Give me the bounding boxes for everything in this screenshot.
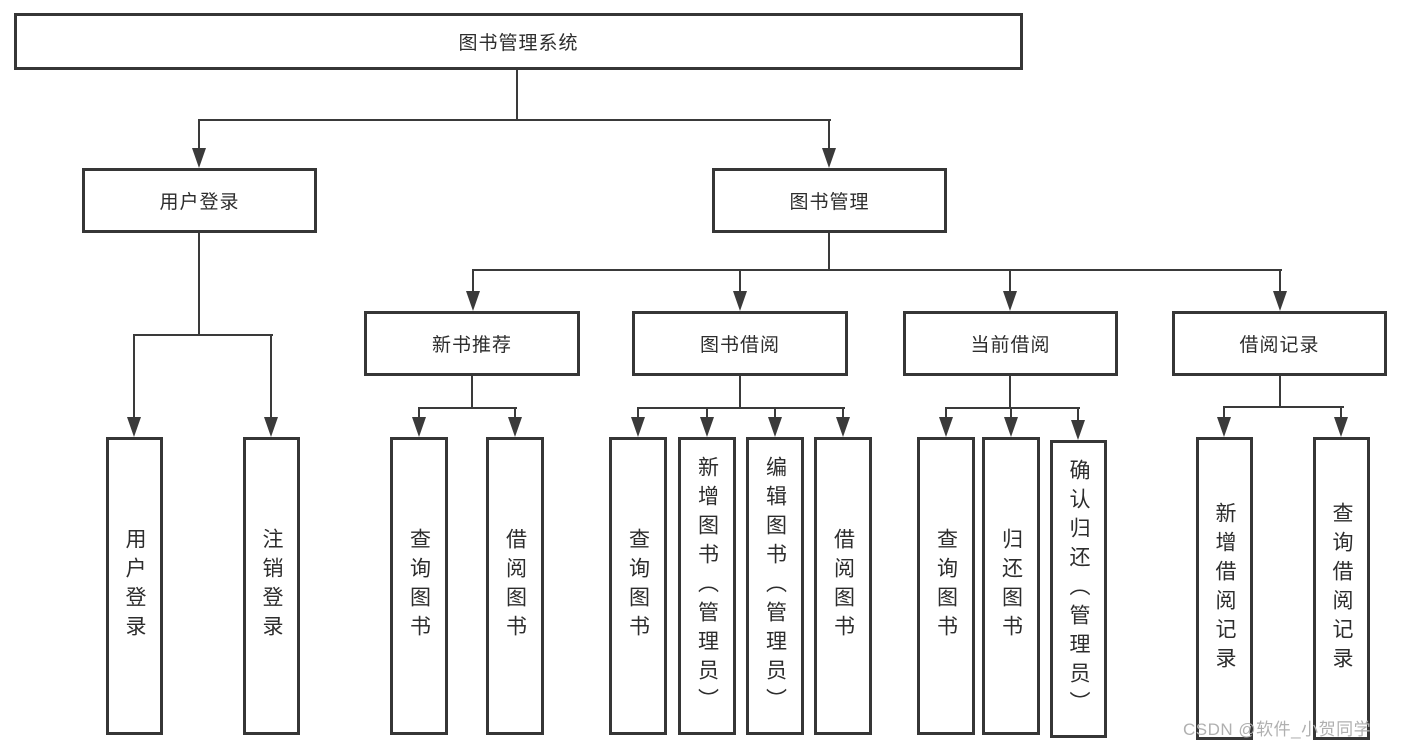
leaf-label: 用户登录 — [123, 528, 146, 644]
arrow-down-icon — [767, 409, 783, 437]
leaf-logout: 注销登录 — [243, 437, 300, 735]
arrow-down-icon — [1070, 409, 1086, 440]
leaf-query-borrow-record: 查询借阅记录 — [1313, 437, 1370, 740]
node-label: 新书推荐 — [431, 335, 512, 356]
leaf-query-books: 查询图书 — [390, 437, 448, 735]
arrow-down-icon — [1002, 271, 1018, 311]
node-current-borrowing: 当前借阅 — [903, 311, 1118, 376]
connector-line — [828, 232, 830, 271]
node-user-login: 用户登录 — [82, 168, 317, 233]
arrow-down-icon — [1003, 409, 1019, 437]
leaf-label: 确认归还（管理员） — [1067, 458, 1090, 720]
arrow-down-icon — [630, 409, 646, 437]
leaf-label: 注销登录 — [260, 528, 283, 644]
arrow-down-icon — [1216, 408, 1232, 437]
connector-line — [739, 375, 741, 409]
leaf-confirm-return-admin: 确认归还（管理员） — [1050, 440, 1107, 738]
leaf-label: 编辑图书（管理员） — [763, 455, 787, 717]
arrow-down-icon — [699, 409, 715, 437]
arrow-down-icon — [1272, 271, 1288, 311]
arrow-down-icon — [191, 121, 207, 168]
node-label: 用户登录 — [159, 192, 240, 213]
node-label: 图书借阅 — [699, 335, 780, 356]
node-label: 当前借阅 — [970, 335, 1051, 356]
arrow-down-icon — [411, 409, 427, 437]
leaf-label: 新增图书（管理员） — [695, 455, 719, 717]
connector-line — [198, 119, 831, 121]
leaf-borrow-books: 借阅图书 — [486, 437, 544, 735]
leaf-label: 查询图书 — [934, 528, 958, 644]
leaf-borrow-books-2: 借阅图书 — [814, 437, 872, 735]
connector-line — [945, 407, 1080, 409]
leaf-edit-book-admin: 编辑图书（管理员） — [746, 437, 804, 735]
leaf-label: 查询图书 — [407, 528, 431, 644]
node-borrow-records: 借阅记录 — [1172, 311, 1387, 376]
leaf-label: 归还图书 — [999, 528, 1023, 644]
arrow-down-icon — [835, 409, 851, 437]
node-label: 图书管理 — [789, 192, 870, 213]
connector-line — [637, 407, 845, 409]
leaf-label: 新增借阅记录 — [1213, 501, 1236, 676]
connector-line — [472, 269, 1282, 271]
arrow-down-icon — [821, 121, 837, 168]
arrow-down-icon — [507, 409, 523, 437]
node-book-management: 图书管理 — [712, 168, 947, 233]
node-book-borrowing: 图书借阅 — [632, 311, 848, 376]
node-library-system: 图书管理系统 — [14, 13, 1023, 70]
leaf-user-login: 用户登录 — [106, 437, 163, 735]
connector-line — [471, 375, 473, 409]
connector-line — [418, 407, 517, 409]
connector-line — [516, 66, 518, 121]
node-label: 借阅记录 — [1239, 335, 1320, 356]
arrow-down-icon — [263, 336, 279, 437]
leaf-add-book-admin: 新增图书（管理员） — [678, 437, 736, 735]
leaf-label: 查询图书 — [626, 528, 650, 644]
connector-line — [1009, 375, 1011, 409]
connector-line — [198, 233, 200, 336]
arrow-down-icon — [732, 271, 748, 311]
leaf-label: 借阅图书 — [831, 528, 855, 644]
leaf-query-books-3: 查询图书 — [917, 437, 975, 735]
connector-line — [133, 334, 273, 336]
node-label: 图书管理系统 — [458, 33, 579, 54]
leaf-label: 借阅图书 — [503, 528, 527, 644]
arrow-down-icon — [126, 336, 142, 437]
node-new-book-recommend: 新书推荐 — [364, 311, 580, 376]
leaf-add-borrow-record: 新增借阅记录 — [1196, 437, 1253, 740]
leaf-query-books-2: 查询图书 — [609, 437, 667, 735]
watermark: CSDN @软件_小贺同学 — [1183, 720, 1372, 739]
connector-line — [1223, 406, 1344, 408]
arrow-down-icon — [938, 409, 954, 437]
connector-line — [1279, 375, 1281, 408]
arrow-down-icon — [465, 271, 481, 311]
arrow-down-icon — [1333, 408, 1349, 437]
leaf-return-book: 归还图书 — [982, 437, 1040, 735]
leaf-label: 查询借阅记录 — [1330, 501, 1353, 676]
